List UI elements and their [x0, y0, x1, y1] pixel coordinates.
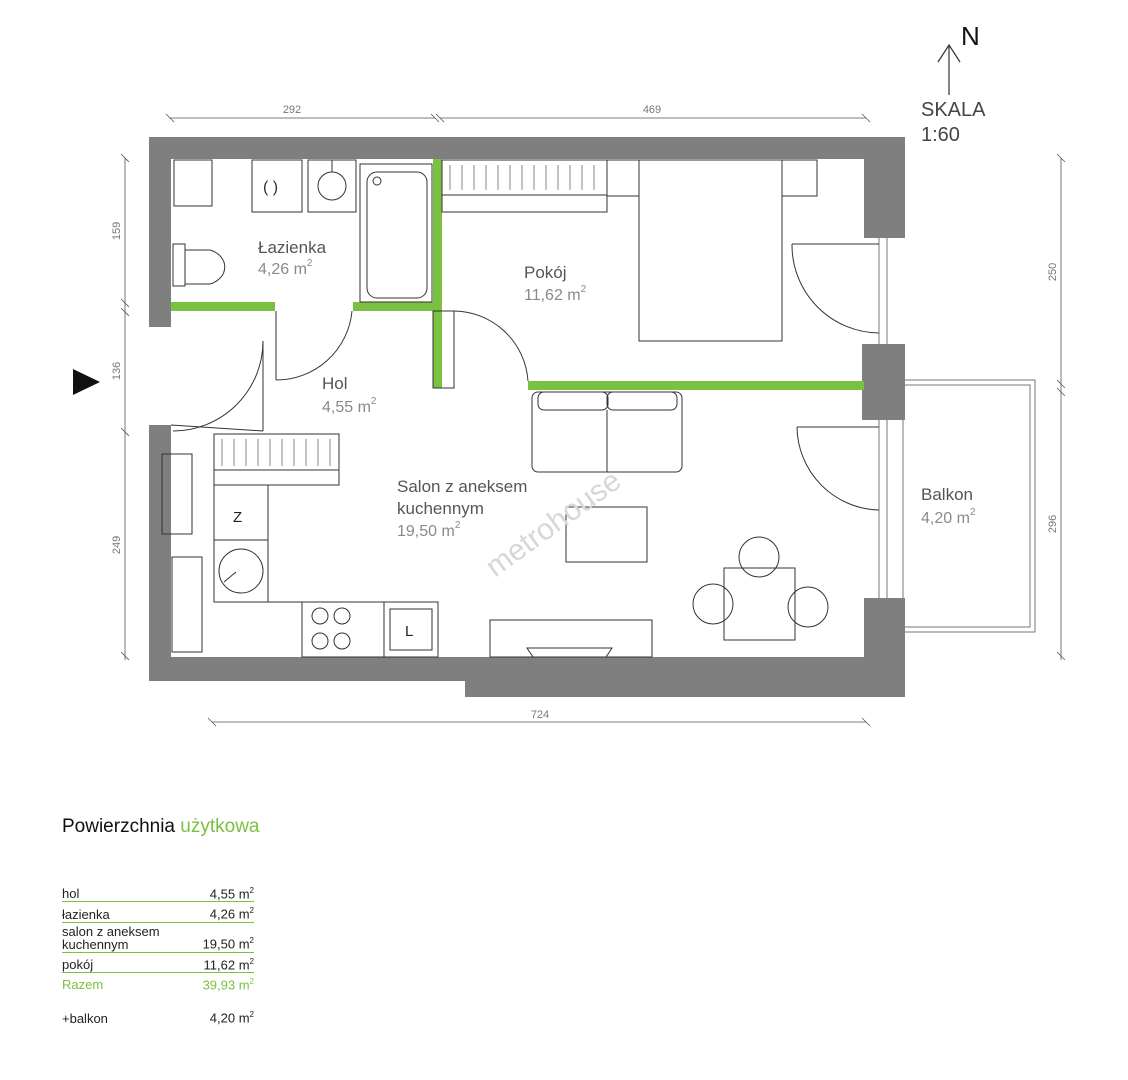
wall-outlines [432, 310, 455, 389]
bathroom-fixtures: ( ) [172, 159, 433, 303]
room-name-salon-line1: Salon z aneksem [397, 477, 527, 496]
room-name-pokoj: Pokój [524, 263, 567, 282]
washing-machine [251, 159, 303, 213]
summary-title: Powierzchnia użytkowa [62, 816, 322, 838]
room-area-balkon: 4,20 m2 [921, 507, 976, 527]
dim-left-2: 136 [111, 362, 123, 380]
room-name-salon-line2: kuchennym [397, 499, 484, 518]
entrance-arrow-icon [73, 369, 100, 395]
windows [878, 238, 888, 598]
room-name-hol: Hol [322, 374, 348, 393]
floor-plan: N SKALA 1:60 292 469 724 159 136 249 250… [73, 21, 1066, 727]
washing-machine-kitchen [213, 539, 269, 603]
dim-top-left: 292 [283, 104, 301, 116]
interior-partitions [171, 159, 864, 390]
dim-left-3: 249 [111, 536, 123, 554]
appliance-letter: L [405, 623, 413, 640]
scale-value: 1:60 [921, 124, 960, 146]
summary-row-pokoj: pokój 11,62 m2 [62, 953, 254, 973]
toilet-tank [172, 243, 186, 287]
dining-table [723, 567, 796, 641]
coffee-table [565, 506, 648, 563]
summary-row-total: Razem 39,93 m2 [62, 976, 254, 993]
dim-left-1: 159 [111, 222, 123, 240]
dimension-lines [120, 113, 1066, 727]
area-summary: Powierzchnia użytkowa hol 4,55 m2 łazien… [62, 816, 322, 1026]
room-name-balkon: Balkon [921, 485, 973, 504]
bathtub [359, 163, 433, 303]
balcony-outline [902, 379, 1036, 633]
scale-word: SKALA [921, 99, 986, 121]
summary-row-balcony: +balkon 4,20 m2 [62, 1010, 254, 1026]
summary-title-accent: użytkowa [180, 816, 260, 837]
summary-row-lazienka: łazienka 4,26 m2 [62, 902, 254, 923]
svg-text:( ): ( ) [263, 179, 278, 196]
dim-right-2: 296 [1047, 515, 1059, 533]
room-area-lazienka: 4,26 m2 [258, 258, 313, 278]
dim-right-1: 250 [1047, 263, 1059, 281]
dim-top-right: 469 [643, 104, 661, 116]
fridge-letter: Z [233, 509, 242, 526]
dim-bottom: 724 [531, 709, 549, 721]
room-area-pokoj: 11,62 m2 [524, 284, 587, 304]
bed [638, 159, 783, 342]
compass: N SKALA 1:60 [921, 21, 986, 146]
toilet-bowl [184, 249, 226, 285]
summary-title-plain: Powierzchnia [62, 816, 175, 837]
summary-row-hol: hol 4,55 m2 [62, 882, 254, 903]
exterior-walls [149, 137, 905, 697]
hall-wardrobe [213, 433, 340, 486]
room-name-lazienka: Łazienka [258, 238, 327, 257]
compass-letter: N [961, 21, 980, 51]
doors [170, 243, 880, 511]
furniture [161, 159, 829, 658]
bathroom-cabinet [173, 159, 213, 207]
room-area-hol: 4,55 m2 [322, 396, 377, 416]
room-area-salon: 19,50 m2 [397, 520, 461, 540]
tv-unit [489, 619, 653, 658]
